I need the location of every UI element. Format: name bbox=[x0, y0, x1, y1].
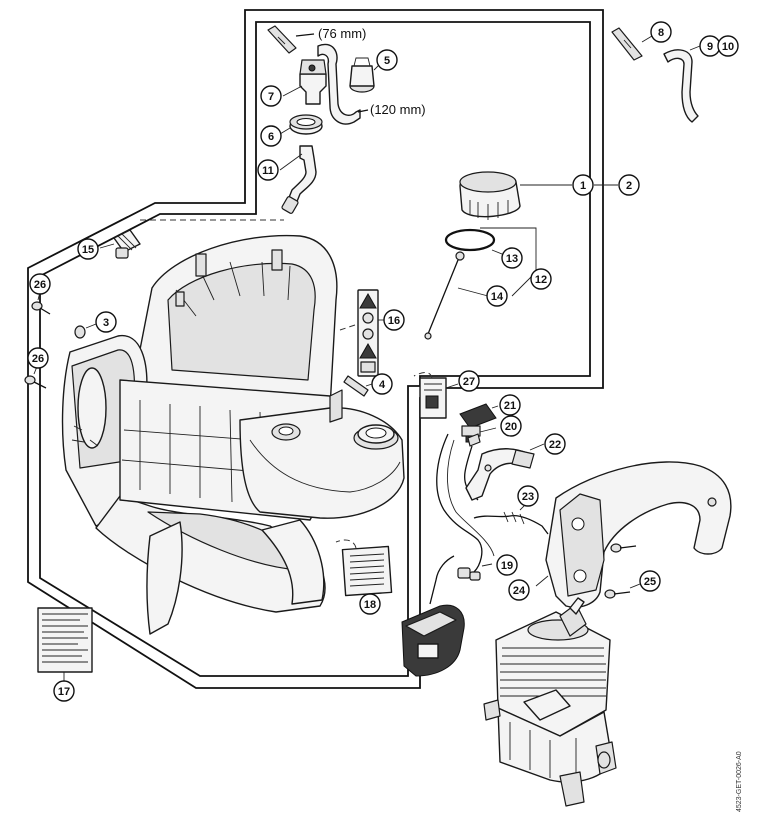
label-part-18 bbox=[335, 539, 393, 604]
trigger-part-22 bbox=[465, 443, 545, 501]
callout-11: 11 bbox=[257, 159, 279, 181]
label-part-27 bbox=[413, 372, 459, 419]
screw-part-26b bbox=[24, 363, 47, 389]
fan-housing-part bbox=[61, 234, 405, 635]
svg-text:22: 22 bbox=[549, 439, 561, 451]
grommet-part-3 bbox=[74, 323, 97, 339]
svg-text:8: 8 bbox=[658, 27, 664, 39]
warning-label-part-16 bbox=[339, 289, 384, 377]
pin-part-4 bbox=[343, 375, 373, 397]
svg-text:4: 4 bbox=[379, 379, 386, 391]
retainer-part-14 bbox=[424, 251, 465, 340]
assembly-frame bbox=[27, 9, 604, 689]
wiring-harness bbox=[446, 439, 495, 557]
callout-14: 14 bbox=[486, 285, 508, 307]
svg-text:24: 24 bbox=[513, 585, 526, 597]
engine-part bbox=[483, 597, 617, 807]
callout-10: 10 bbox=[717, 35, 739, 57]
arrow-icon bbox=[339, 324, 356, 331]
pickup-hose-part-11 bbox=[279, 145, 317, 214]
callout-26: 26 bbox=[29, 273, 51, 295]
svg-text:26: 26 bbox=[34, 279, 46, 291]
svg-text:19: 19 bbox=[501, 560, 513, 572]
svg-text:16: 16 bbox=[388, 315, 400, 327]
svg-text:2: 2 bbox=[626, 180, 632, 192]
hose-length-note-76: (76 mm) bbox=[318, 26, 366, 41]
svg-text:23: 23 bbox=[522, 491, 534, 503]
callout-7: 7 bbox=[260, 85, 282, 107]
valve-part-7 bbox=[282, 59, 327, 105]
callout-2: 2 bbox=[618, 174, 640, 196]
callout-13: 13 bbox=[501, 247, 523, 269]
handle-part-24 bbox=[535, 461, 732, 608]
svg-text:20: 20 bbox=[505, 421, 517, 433]
primer-bulb-part-5 bbox=[349, 57, 381, 93]
screw-part-26a bbox=[31, 291, 51, 315]
callout-27: 27 bbox=[458, 370, 480, 392]
label-part-17 bbox=[37, 607, 93, 684]
callout-12: 12 bbox=[530, 268, 552, 290]
fuel-filter-part-15 bbox=[99, 229, 141, 259]
callout-22: 22 bbox=[544, 433, 566, 455]
callout-5: 5 bbox=[376, 49, 398, 71]
svg-text:9: 9 bbox=[707, 41, 713, 53]
svg-text:11: 11 bbox=[262, 165, 274, 177]
wiring-harness bbox=[436, 433, 483, 573]
leader-line bbox=[357, 109, 369, 113]
fuel-cap-part bbox=[459, 171, 521, 220]
callout-26: 26 bbox=[27, 347, 49, 369]
callout-23: 23 bbox=[517, 485, 539, 507]
svg-text:12: 12 bbox=[535, 274, 547, 286]
screw-part-25 bbox=[604, 543, 641, 599]
callout-20: 20 bbox=[500, 415, 522, 437]
svg-text:1: 1 bbox=[580, 180, 586, 192]
grommet-part-6 bbox=[279, 114, 323, 135]
callout-19: 19 bbox=[496, 554, 518, 576]
spring-part-23 bbox=[473, 503, 549, 535]
hose-part-8 bbox=[611, 27, 653, 61]
callout-21: 21 bbox=[499, 394, 521, 416]
callout-1: 1 bbox=[572, 174, 594, 196]
clip-part-20 bbox=[467, 427, 497, 447]
callout-18: 18 bbox=[359, 593, 381, 615]
hose-part-9-10 bbox=[663, 49, 699, 123]
svg-text:15: 15 bbox=[82, 244, 94, 256]
callout-6: 6 bbox=[260, 125, 282, 147]
callout-17: 17 bbox=[53, 680, 75, 702]
svg-text:25: 25 bbox=[644, 576, 656, 588]
svg-text:18: 18 bbox=[364, 599, 376, 611]
drawing-code: 4523-GET-0026-A0 bbox=[736, 751, 743, 812]
arrow-icon bbox=[335, 539, 357, 549]
callout-4: 4 bbox=[371, 373, 393, 395]
arrow-icon bbox=[413, 372, 433, 379]
callout-24: 24 bbox=[508, 579, 530, 601]
callout-9: 9 bbox=[699, 35, 721, 57]
svg-text:13: 13 bbox=[506, 253, 518, 265]
fuel-hose-part bbox=[317, 43, 361, 125]
svg-text:6: 6 bbox=[268, 131, 274, 143]
svg-text:27: 27 bbox=[463, 376, 475, 388]
ignition-module-part bbox=[401, 555, 465, 677]
callout-25: 25 bbox=[639, 570, 661, 592]
leader-line bbox=[457, 287, 489, 297]
o-ring-part-13 bbox=[444, 228, 496, 252]
callout-15: 15 bbox=[77, 238, 99, 260]
callout-3: 3 bbox=[95, 311, 117, 333]
callout-16: 16 bbox=[383, 309, 405, 331]
svg-text:5: 5 bbox=[384, 55, 390, 67]
leader-line bbox=[689, 45, 701, 51]
svg-text:17: 17 bbox=[58, 686, 70, 698]
svg-text:10: 10 bbox=[722, 41, 734, 53]
svg-text:21: 21 bbox=[504, 400, 516, 412]
svg-text:14: 14 bbox=[491, 291, 504, 303]
callout-8: 8 bbox=[650, 21, 672, 43]
svg-text:3: 3 bbox=[103, 317, 109, 329]
svg-text:7: 7 bbox=[268, 91, 274, 103]
svg-text:26: 26 bbox=[32, 353, 44, 365]
hose-length-note-120: (120 mm) bbox=[370, 102, 426, 117]
assembly-frame-inner bbox=[39, 21, 591, 677]
connector-part-19 bbox=[457, 563, 493, 581]
hose-fitting-part bbox=[267, 25, 315, 54]
